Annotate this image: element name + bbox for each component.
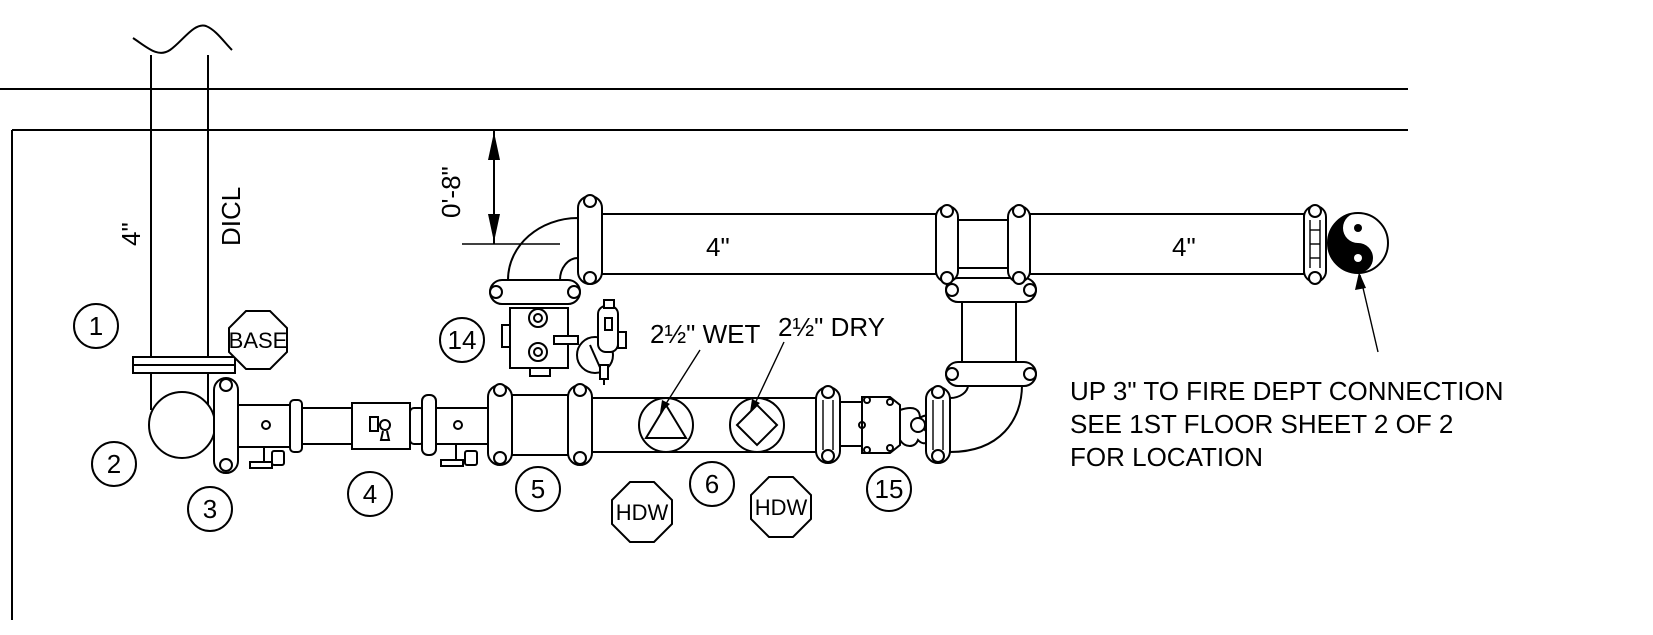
callout-15-number: 15 [875, 474, 904, 504]
tag-base-text: BASE [229, 328, 288, 353]
callout-14: 14 [439, 317, 485, 363]
valve-14 [489, 279, 627, 385]
wall-lines [0, 88, 1408, 620]
tag-hdw-left-text: HDW [616, 500, 669, 525]
callout-2-number: 2 [107, 449, 121, 479]
callout-6-number: 6 [705, 469, 719, 499]
elbow-right [949, 384, 1024, 454]
upper-pipe [506, 194, 1327, 285]
pipe-size-right: 4" [1172, 232, 1196, 262]
callout-4: 4 [347, 471, 393, 517]
tag-hdw-right-text: HDW [755, 495, 808, 520]
callout-6: 6 [689, 461, 735, 507]
elbow-upper-left [506, 216, 579, 281]
callout-1-number: 1 [89, 311, 103, 341]
callout-3-number: 3 [203, 494, 217, 524]
riser-elbow [148, 391, 216, 459]
dimension-0-8: 0'-8" [436, 130, 560, 245]
lower-assembly [213, 377, 1024, 474]
callout-15: 15 [866, 466, 912, 512]
dimension-label: 0'-8" [436, 166, 466, 218]
riser-material-label: DICL [216, 187, 246, 246]
callout-3: 3 [187, 486, 233, 532]
dry-label: 2½" DRY [778, 312, 885, 342]
dry-leader [751, 341, 785, 411]
vertical-connector [945, 277, 1037, 387]
fire-dept-note: UP 3" TO FIRE DEPT CONNECTION SEE 1ST FL… [1070, 376, 1504, 472]
callout-4-number: 4 [363, 479, 377, 509]
callout-5-number: 5 [531, 474, 545, 504]
riser-pipe [132, 24, 236, 410]
tag-hdw-left: HDW [611, 481, 673, 543]
note-line-2: SEE 1ST FLOOR SHEET 2 OF 2 [1070, 409, 1453, 439]
pipe-size-left: 4" [706, 232, 730, 262]
callout-2: 2 [91, 441, 137, 487]
wet-leader [661, 349, 701, 411]
note-line-3: FOR LOCATION [1070, 442, 1263, 472]
note-line-1: UP 3" TO FIRE DEPT CONNECTION [1070, 376, 1504, 406]
callout-14-number: 14 [448, 325, 477, 355]
tag-base: BASE [228, 310, 288, 370]
callout-1: 1 [73, 303, 119, 349]
tag-hdw-right: HDW [750, 476, 812, 538]
riser-size-label: 4" [116, 222, 146, 246]
callout-5: 5 [515, 466, 561, 512]
wet-label: 2½" WET [650, 319, 760, 349]
check-valve-15 [861, 396, 901, 454]
riser-up-symbol [1327, 212, 1389, 274]
